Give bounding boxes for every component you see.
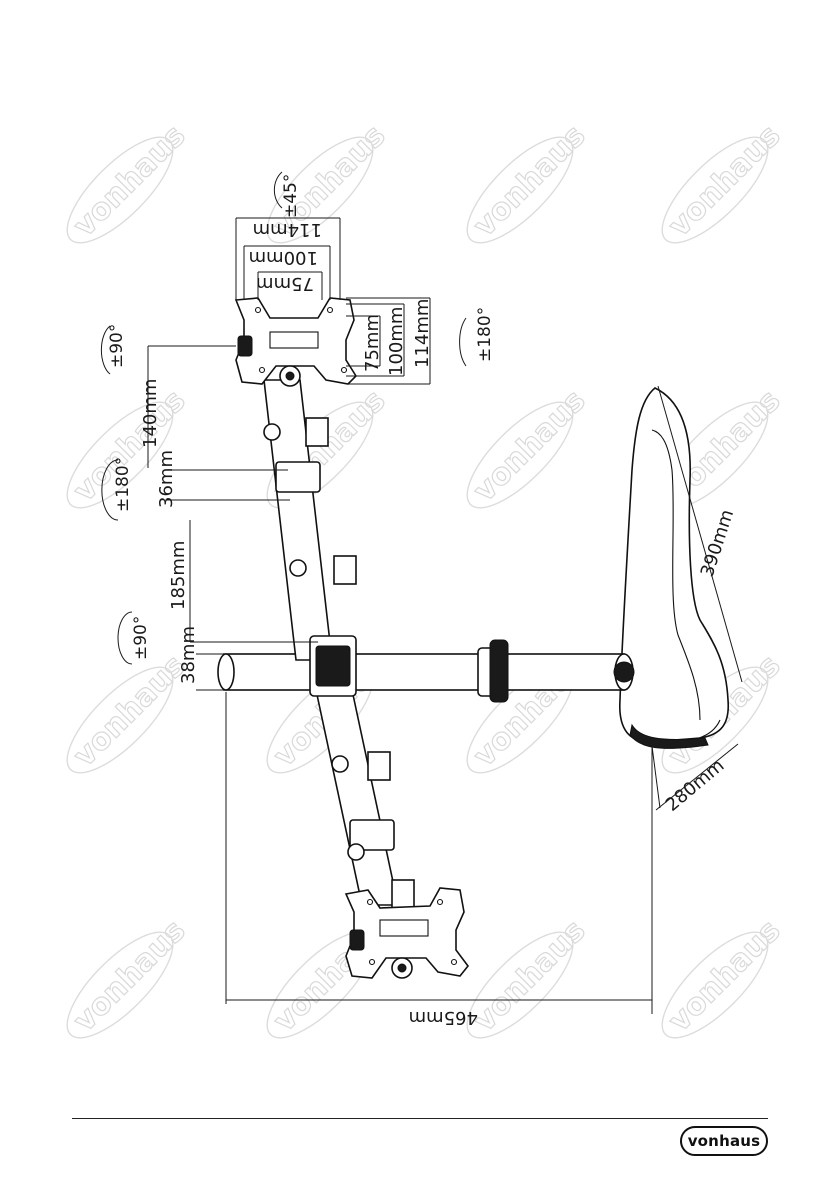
label-height-465: 465mm bbox=[409, 1007, 478, 1028]
watermark: vonhaus bbox=[467, 118, 592, 243]
label-arm-140: 140mm bbox=[140, 379, 161, 448]
label-swivel-180-mid: ±180° bbox=[113, 457, 133, 512]
vesa-plate-top bbox=[236, 298, 356, 386]
label-vesa-75-top: 75mm bbox=[256, 273, 314, 294]
label-arm-36: 36mm bbox=[156, 450, 177, 508]
label-vesa-100-side: 100mm bbox=[386, 307, 407, 376]
watermark: vonhaus bbox=[662, 913, 787, 1038]
label-swivel-90-pole: ±90° bbox=[131, 616, 151, 660]
label-pole-38: 38mm bbox=[178, 626, 199, 684]
rotation-arrow-icon bbox=[118, 612, 132, 664]
watermark: vonhaus bbox=[467, 383, 592, 508]
label-vesa-114-side: 114mm bbox=[412, 299, 433, 368]
watermark: vonhaus bbox=[67, 913, 192, 1038]
label-vesa-114-top: 114mm bbox=[253, 219, 322, 240]
label-rotate-180-plate: ±180° bbox=[475, 307, 495, 362]
label-vesa-75-side: 75mm bbox=[362, 314, 383, 372]
label-tilt-45: ±45° bbox=[281, 174, 301, 218]
rotation-arrow-icon bbox=[460, 318, 466, 366]
label-arm-185: 185mm bbox=[168, 541, 189, 610]
watermark: vonhaus bbox=[67, 118, 192, 243]
label-swivel-90-top: ±90° bbox=[107, 324, 127, 368]
watermark: vonhaus bbox=[467, 913, 592, 1038]
vonhaus-logo: vonhaus bbox=[680, 1126, 768, 1156]
watermark: vonhaus bbox=[662, 118, 787, 243]
watermark: vonhaus bbox=[67, 648, 192, 773]
label-vesa-100-top: 100mm bbox=[249, 247, 318, 268]
footer-divider bbox=[72, 1118, 768, 1119]
